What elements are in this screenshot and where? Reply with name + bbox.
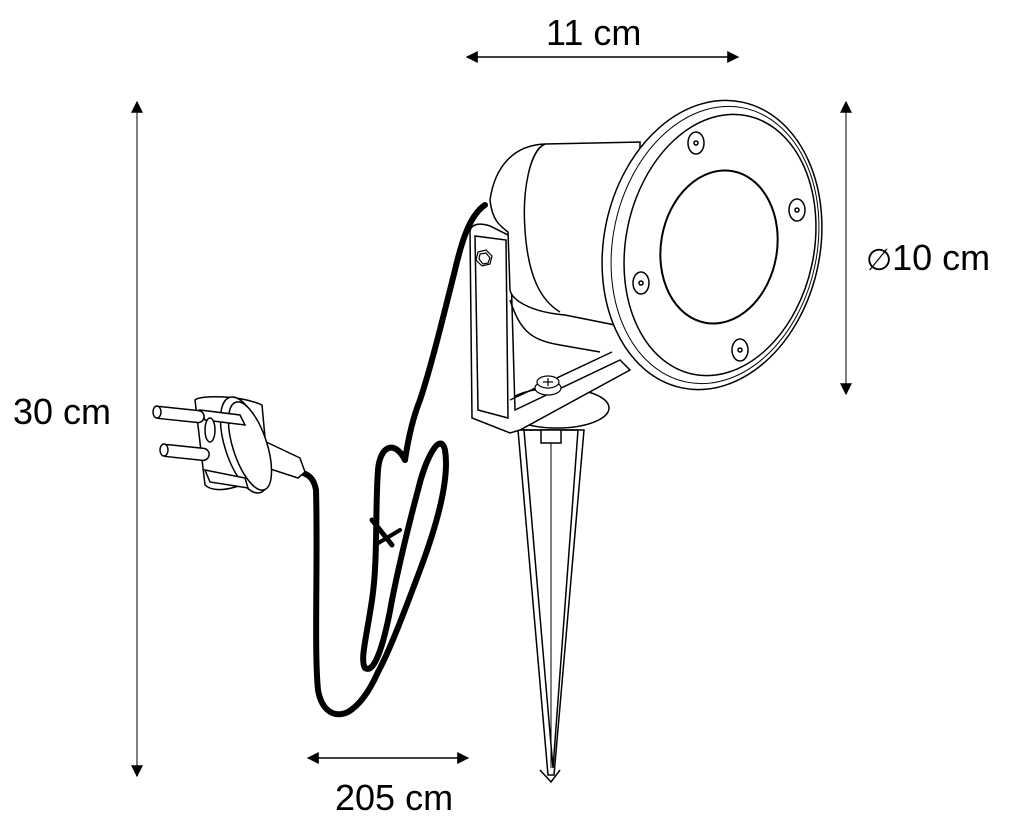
- diameter-symbol-icon: ∅: [866, 244, 893, 277]
- lamp-face: [601, 99, 823, 391]
- hex-bolt-icon: [475, 249, 493, 267]
- ground-spike: [517, 429, 585, 784]
- phillips-screw-icon: [534, 375, 562, 396]
- diameter-value: 10 cm: [892, 237, 991, 278]
- diameter-label: ∅10 cm: [866, 240, 990, 276]
- cable-length-label: 205 cm: [335, 777, 454, 818]
- face-screw-icon: [632, 131, 806, 362]
- cable: [297, 202, 488, 718]
- width-label: 11 cm: [546, 12, 642, 53]
- height-label: 30 cm: [13, 391, 112, 432]
- plug: [152, 395, 306, 494]
